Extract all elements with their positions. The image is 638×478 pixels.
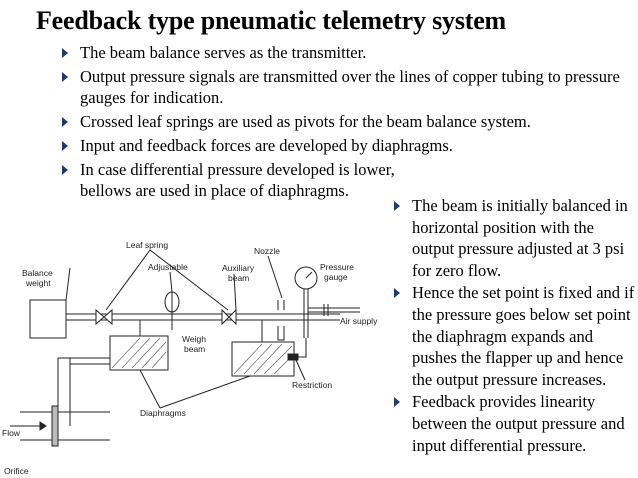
balance-weight-box	[29, 299, 67, 339]
label-nozzle: Nozzle	[254, 246, 280, 256]
bullet-item: Feedback provides linearity between the …	[390, 391, 635, 456]
label-auxiliary-beam: beam	[228, 273, 249, 283]
label-weigh: Weigh	[182, 334, 206, 344]
bullet-item: Input and feedback forces are developed …	[58, 135, 628, 156]
label-air-supply: Air supply	[340, 316, 378, 326]
label-restriction: Restriction	[292, 380, 332, 390]
label-leaf-spring: Leaf spring	[126, 240, 168, 250]
label-weight: weight	[25, 278, 51, 288]
label-gauge: gauge	[324, 272, 348, 282]
leaf-spring-pivot-right	[221, 308, 237, 326]
label-balance: Balance	[22, 268, 53, 278]
flow-arrow-icon	[39, 421, 47, 431]
bullet-arrow-icon	[62, 141, 68, 151]
label-auxiliary: Auxiliary	[222, 263, 255, 273]
label-orifice: Orifice	[4, 466, 29, 476]
bullet-item: Crossed leaf springs are used as pivots …	[58, 111, 628, 132]
label-pressure: Pressure	[320, 262, 354, 272]
bullet-arrow-icon	[62, 117, 68, 127]
telemetry-diagram-svg: Leaf spring Nozzle Adjustable Auxiliary …	[2, 240, 378, 476]
label-adjustable: Adjustable	[148, 262, 188, 272]
label-flow: Flow	[2, 428, 21, 438]
left-diaphragm-housing	[109, 335, 169, 371]
bullet-arrow-icon	[62, 165, 68, 175]
side-bullet-list: The beam is initially balanced in horizo…	[390, 195, 635, 457]
bullet-arrow-icon	[394, 288, 400, 299]
bullet-arrow-icon	[394, 201, 400, 211]
bullet-arrow-icon	[394, 397, 400, 408]
right-diaphragm-housing	[231, 341, 295, 377]
label-diaphragms: Diaphragms	[140, 408, 186, 418]
telemetry-diagram: Leaf spring Nozzle Adjustable Auxiliary …	[0, 230, 390, 478]
bullet-item: The beam is initially balanced in horizo…	[390, 195, 635, 281]
orifice-plate	[51, 405, 59, 447]
bullet-arrow-icon	[62, 48, 68, 58]
top-bullet-list: The beam balance serves as the transmitt…	[58, 42, 628, 204]
bullet-item: Hence the set point is fixed and if the …	[390, 282, 635, 390]
bullet-item: Output pressure signals are transmitted …	[58, 66, 628, 108]
bullet-arrow-icon	[62, 72, 68, 82]
label-weigh-beam: beam	[184, 344, 205, 354]
bullet-item: In case differential pressure developed …	[58, 159, 400, 201]
bullet-item: The beam balance serves as the transmitt…	[58, 42, 628, 63]
slide-title: Feedback type pneumatic telemetry system	[36, 6, 506, 35]
leaf-spring-pivot-left	[95, 308, 113, 326]
